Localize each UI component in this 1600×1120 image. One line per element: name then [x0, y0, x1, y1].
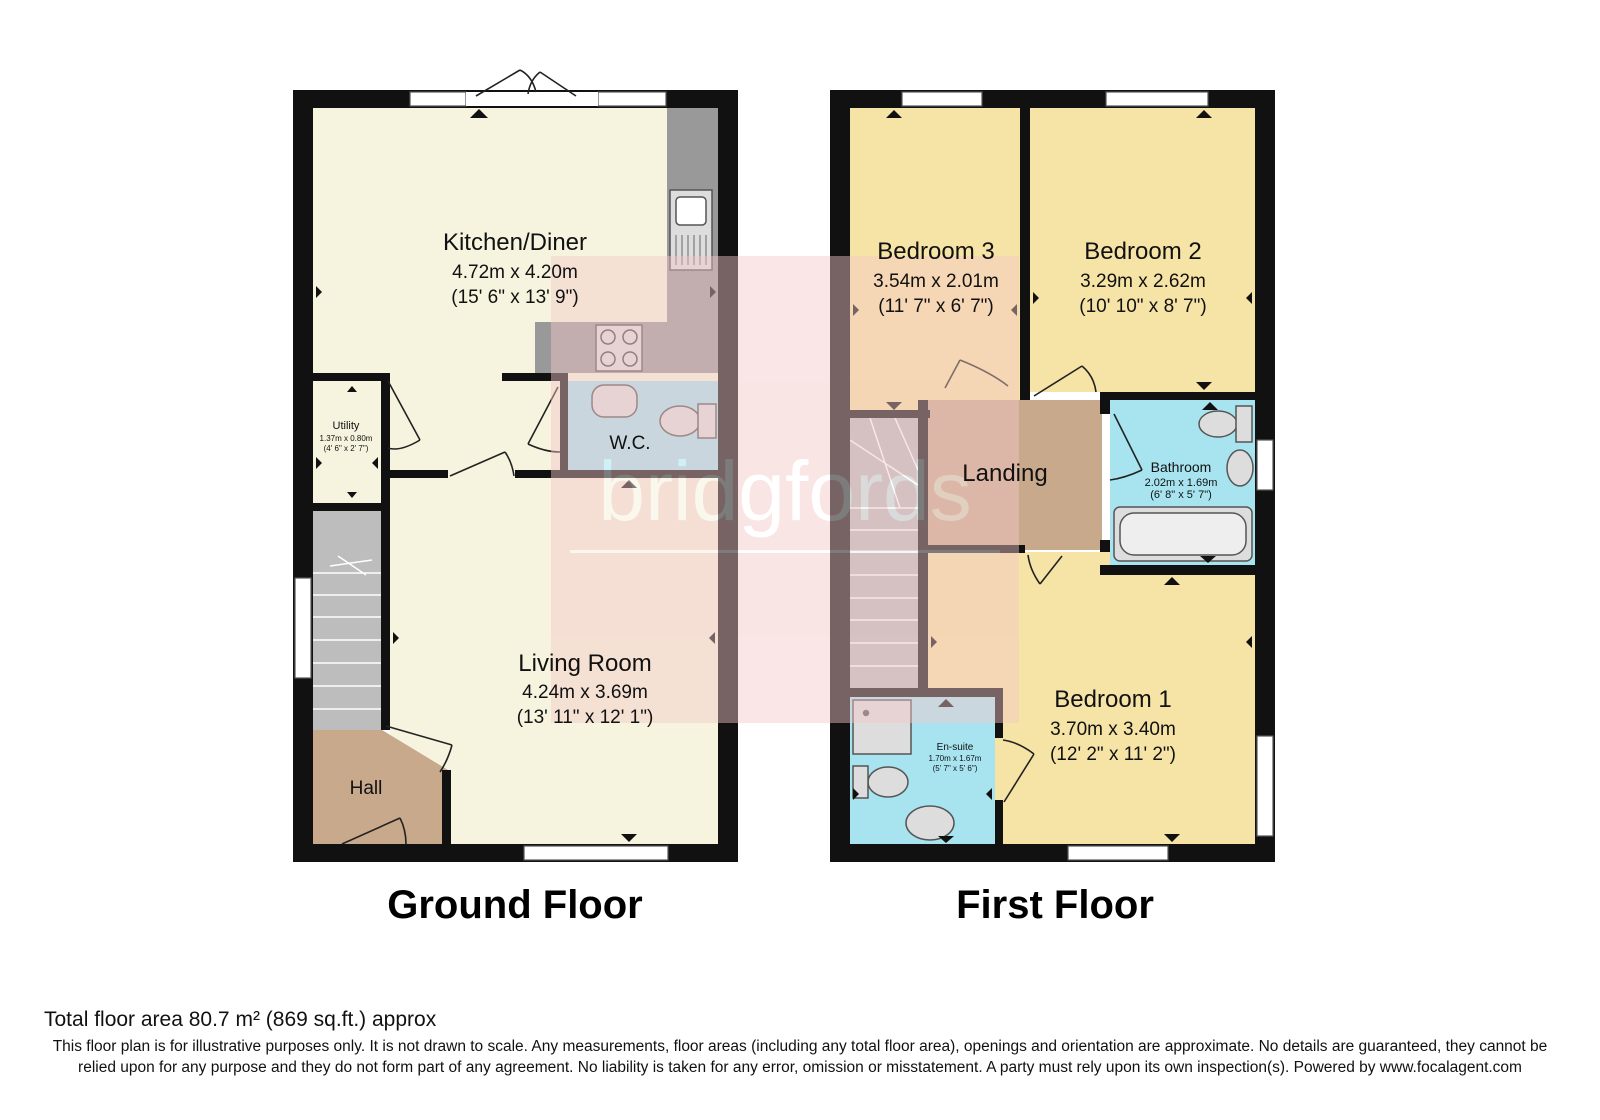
room-imperial-living: (13' 11" x 12' 1") — [517, 707, 654, 728]
ground-dimension-markers — [316, 109, 716, 842]
room-imperial-bedroom-2: (10' 10" x 8' 7") — [1079, 296, 1206, 317]
window — [1067, 845, 1169, 861]
room-name-landing: Landing — [962, 460, 1047, 487]
toilet-icon — [1198, 410, 1238, 438]
first-floor-walls — [830, 90, 1275, 862]
first-floor-plan — [830, 90, 1275, 862]
room-metric-kitchen: 4.72m x 4.20m — [452, 262, 578, 283]
bedroom-3-area — [850, 108, 1020, 410]
first-doors — [944, 359, 1143, 803]
room-metric-bathroom: 2.02m x 1.69m — [1145, 477, 1218, 489]
window — [523, 845, 669, 861]
window — [1256, 439, 1274, 491]
hob-icon — [595, 324, 643, 372]
room-name-kitchen: Kitchen/Diner — [443, 229, 587, 256]
room-imperial-utility: (4' 6" x 2' 7") — [324, 444, 369, 453]
agency-watermark: bridgfords — [551, 256, 1019, 723]
landing-area — [920, 400, 1102, 550]
hall-area — [313, 730, 448, 844]
window — [1256, 735, 1274, 837]
wc-basin-icon — [591, 384, 638, 418]
room-name-hall: Hall — [350, 778, 383, 799]
window — [409, 91, 467, 107]
window — [901, 91, 983, 107]
floor-title-ground: Ground Floor — [387, 883, 643, 927]
room-metric-bedroom-1: 3.70m x 3.40m — [1050, 719, 1176, 740]
ground-stair-treads — [313, 555, 381, 710]
first-windows — [901, 91, 1274, 861]
floor-title-first: First Floor — [956, 883, 1154, 927]
room-name-wc: W.C. — [609, 433, 650, 454]
window — [597, 91, 667, 107]
room-name-utility: Utility — [333, 420, 360, 432]
room-metric-utility: 1.37m x 0.80m — [320, 434, 373, 443]
shower-icon — [852, 699, 912, 755]
utility-area — [313, 381, 381, 511]
room-metric-bedroom-3: 3.54m x 2.01m — [873, 271, 999, 292]
ensuite-fixtures — [852, 699, 955, 841]
ground-windows — [294, 91, 669, 861]
room-imperial-bedroom-3: (11' 7" x 6' 7") — [878, 296, 993, 317]
kitchen-worktops — [535, 108, 718, 373]
ground-floor-plan — [293, 69, 738, 862]
bedroom-2-area — [1030, 108, 1255, 392]
room-name-bedroom-2: Bedroom 2 — [1084, 238, 1201, 265]
room-labels: Kitchen/Diner 4.72m x 4.20m (15' 6" x 13… — [320, 229, 1218, 799]
basin-icon — [1226, 449, 1254, 487]
room-metric-bedroom-2: 3.29m x 2.62m — [1080, 271, 1206, 292]
room-name-bathroom: Bathroom — [1151, 459, 1212, 475]
basin-icon — [905, 805, 955, 841]
room-name-bedroom-3: Bedroom 3 — [877, 238, 994, 265]
ground-doors — [341, 69, 577, 845]
room-name-ensuite: En-suite — [937, 742, 974, 753]
disclaimer-text: This floor plan is for illustrative purp… — [52, 1038, 1548, 1076]
toilet-icon — [867, 766, 909, 798]
room-imperial-bedroom-1: (12' 2" x 11' 2") — [1050, 744, 1176, 765]
room-name-bedroom-1: Bedroom 1 — [1054, 686, 1171, 713]
first-dimension-markers — [853, 110, 1252, 843]
ground-stairs — [313, 511, 381, 730]
total-floor-area: Total floor area 80.7 m² (869 sq.ft.) ap… — [44, 1008, 437, 1031]
room-metric-living: 4.24m x 3.69m — [522, 682, 648, 703]
room-imperial-ensuite: (5' 7" x 5' 6") — [933, 764, 978, 773]
window — [1105, 91, 1209, 107]
bathroom-fixtures — [1113, 405, 1254, 562]
room-imperial-bathroom: (6' 8" x 5' 7") — [1150, 489, 1212, 501]
first-stair-treads — [849, 417, 919, 667]
window — [294, 577, 312, 679]
wc-fixtures — [591, 384, 717, 439]
room-imperial-kitchen: (15' 6" x 13' 9") — [451, 287, 578, 308]
room-name-living: Living Room — [518, 650, 651, 677]
watermark-text: bridgfords — [598, 444, 972, 538]
room-metric-ensuite: 1.70m x 1.67m — [929, 754, 982, 763]
